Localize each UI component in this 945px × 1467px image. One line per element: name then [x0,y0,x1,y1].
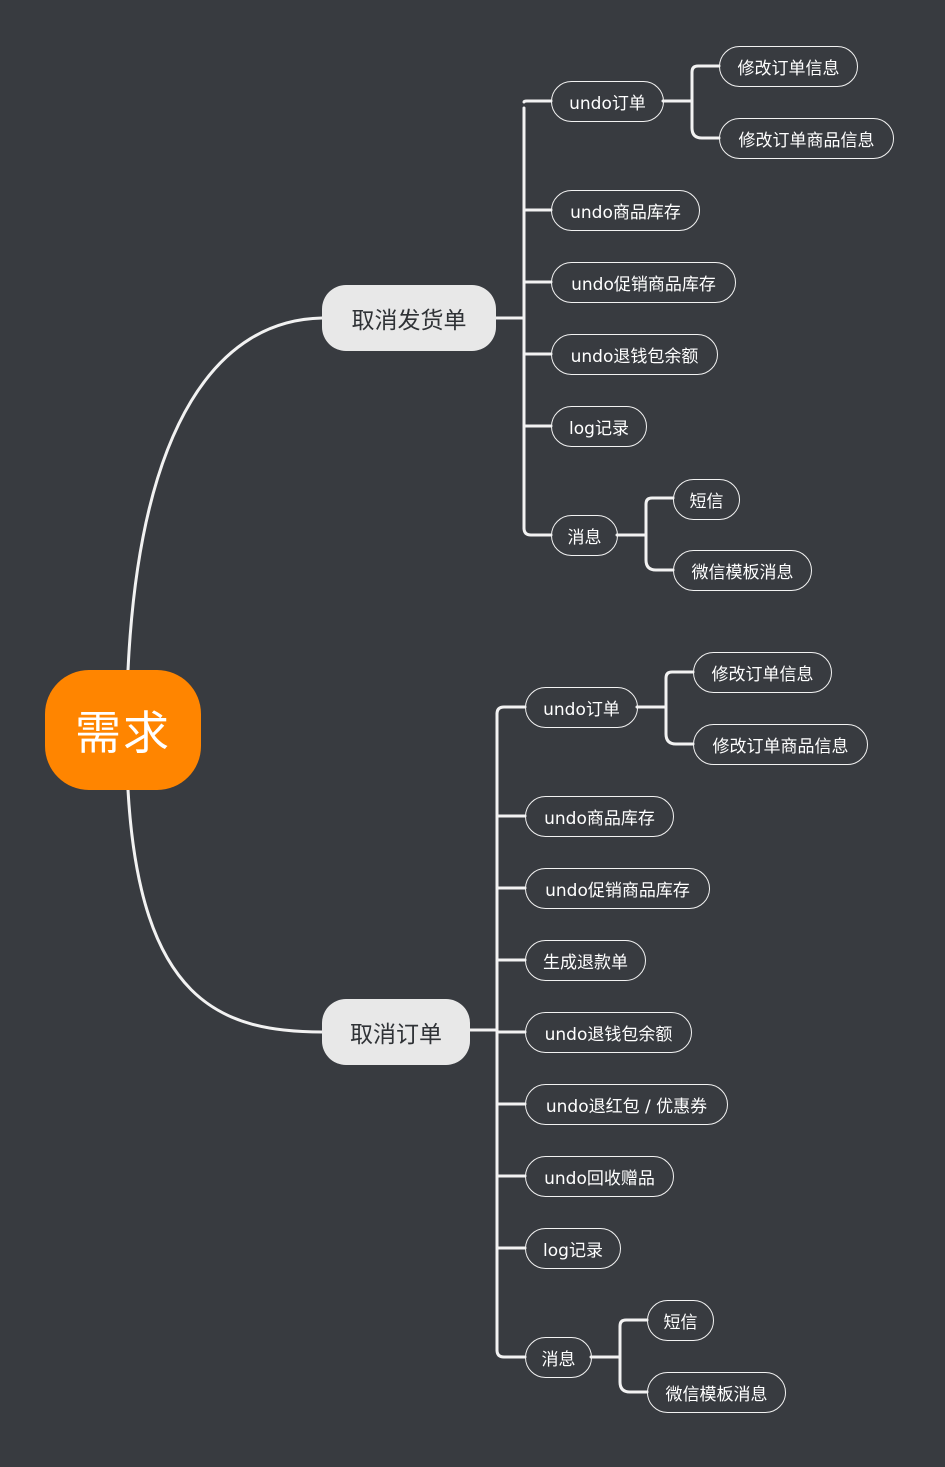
branch1-ticks [522,99,553,537]
node-modify-order-info[interactable]: 修改订单信息 [693,652,832,693]
node-message[interactable]: 消息 [551,515,618,556]
root-node[interactable]: 需求 [45,670,201,790]
node-undo-gift-recall[interactable]: undo回收赠品 [525,1156,674,1197]
node-sms[interactable]: 短信 [673,479,740,520]
node-undo-order[interactable]: undo订单 [551,81,664,122]
node-create-refund[interactable]: 生成退款单 [525,940,646,981]
node-undo-wallet-refund[interactable]: undo退钱包余额 [525,1012,692,1053]
branch1-trunk [494,106,526,530]
branch-cancel-order[interactable]: 取消订单 [322,999,470,1065]
root-connector-bottom [126,788,324,1034]
branch1-order-sub [661,64,721,140]
node-modify-order-product-info[interactable]: 修改订单商品信息 [719,118,894,159]
node-message[interactable]: 消息 [525,1337,592,1378]
branch2-trunk [467,712,499,1352]
node-undo-promo-stock[interactable]: undo促销商品库存 [525,868,710,909]
branch1-message-sub [615,496,675,572]
branch2-order-sub [635,670,695,746]
node-log[interactable]: log记录 [525,1228,621,1269]
node-modify-order-product-info[interactable]: 修改订单商品信息 [693,724,868,765]
node-modify-order-info[interactable]: 修改订单信息 [719,46,858,87]
node-sms[interactable]: 短信 [647,1300,714,1341]
node-undo-coupon-refund[interactable]: undo退红包 / 优惠券 [525,1084,728,1125]
node-undo-order[interactable]: undo订单 [525,687,638,728]
root-connector-top [126,316,324,672]
node-undo-wallet-refund[interactable]: undo退钱包余额 [551,334,718,375]
node-undo-promo-stock[interactable]: undo促销商品库存 [551,262,736,303]
branch2-ticks [495,705,527,1359]
branch-cancel-shipment[interactable]: 取消发货单 [322,285,496,351]
branch2-message-sub [589,1318,649,1394]
node-wechat-template-msg[interactable]: 微信模板消息 [647,1372,786,1413]
node-log[interactable]: log记录 [551,406,647,447]
node-undo-product-stock[interactable]: undo商品库存 [551,190,700,231]
node-undo-product-stock[interactable]: undo商品库存 [525,796,674,837]
node-wechat-template-msg[interactable]: 微信模板消息 [673,550,812,591]
